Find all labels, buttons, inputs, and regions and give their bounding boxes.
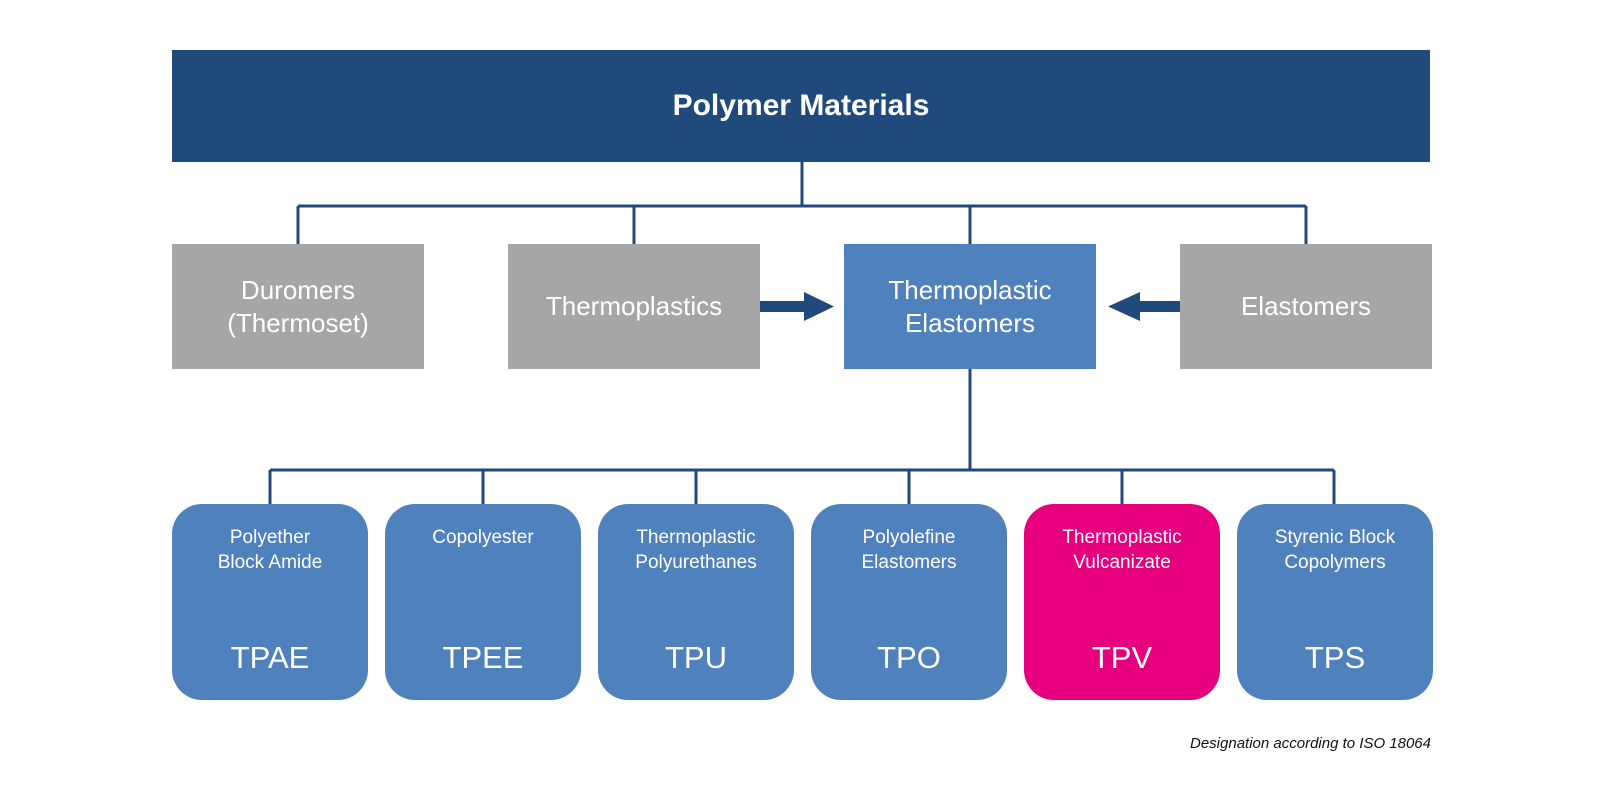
arrow-left-icon: [1108, 292, 1182, 321]
type-card-tpo: Polyolefine Elastomers TPO: [811, 504, 1007, 700]
type-card-tps: Styrenic Block Copolymers TPS: [1237, 504, 1433, 700]
type-card-tpv: Thermoplastic Vulcanizate TPV: [1024, 504, 1220, 700]
category-thermoplastic-elastomers-label: Thermoplastic Elastomers: [888, 275, 1052, 338]
type-name: Thermoplastic Vulcanizate: [1062, 527, 1182, 573]
type-abbreviation: TPS: [1304, 640, 1366, 675]
type-abbreviation: TPEE: [442, 640, 524, 675]
category-thermoplastics: Thermoplastics: [508, 244, 760, 369]
type-name: Styrenic Block Copolymers: [1274, 527, 1396, 573]
polymer-materials-header: Polymer Materials: [172, 50, 1430, 162]
type-name: Polyether Block Amide: [217, 527, 323, 573]
type-abbreviation: TPU: [665, 640, 727, 675]
category-duromers: Duromers (Thermoset): [172, 244, 424, 369]
type-card-tpae: Polyether Block Amide TPAE: [172, 504, 368, 700]
polymer-materials-title: Polymer Materials: [672, 89, 930, 122]
arrow-right-icon: [760, 292, 834, 321]
type-card-tpu: Thermoplastic Polyurethanes TPU: [598, 504, 794, 700]
category-elastomers: Elastomers: [1180, 244, 1432, 369]
category-elastomers-label: Elastomers: [1240, 291, 1372, 322]
type-abbreviation: TPO: [877, 640, 941, 675]
type-card-tpee: Copolyester TPEE: [385, 504, 581, 700]
iso-designation-note: Designation according to ISO 18064: [1190, 735, 1431, 752]
category-thermoplastic-elastomers: Thermoplastic Elastomers: [844, 244, 1096, 369]
type-abbreviation: TPV: [1091, 640, 1153, 675]
type-name: Copolyester: [432, 527, 534, 548]
type-name: Polyolefine Elastomers: [861, 527, 957, 573]
type-abbreviation: TPAE: [230, 640, 310, 675]
type-name: Thermoplastic Polyurethanes: [635, 527, 757, 573]
category-duromers-label: Duromers (Thermoset): [227, 275, 369, 338]
category-thermoplastics-label: Thermoplastics: [545, 291, 723, 322]
